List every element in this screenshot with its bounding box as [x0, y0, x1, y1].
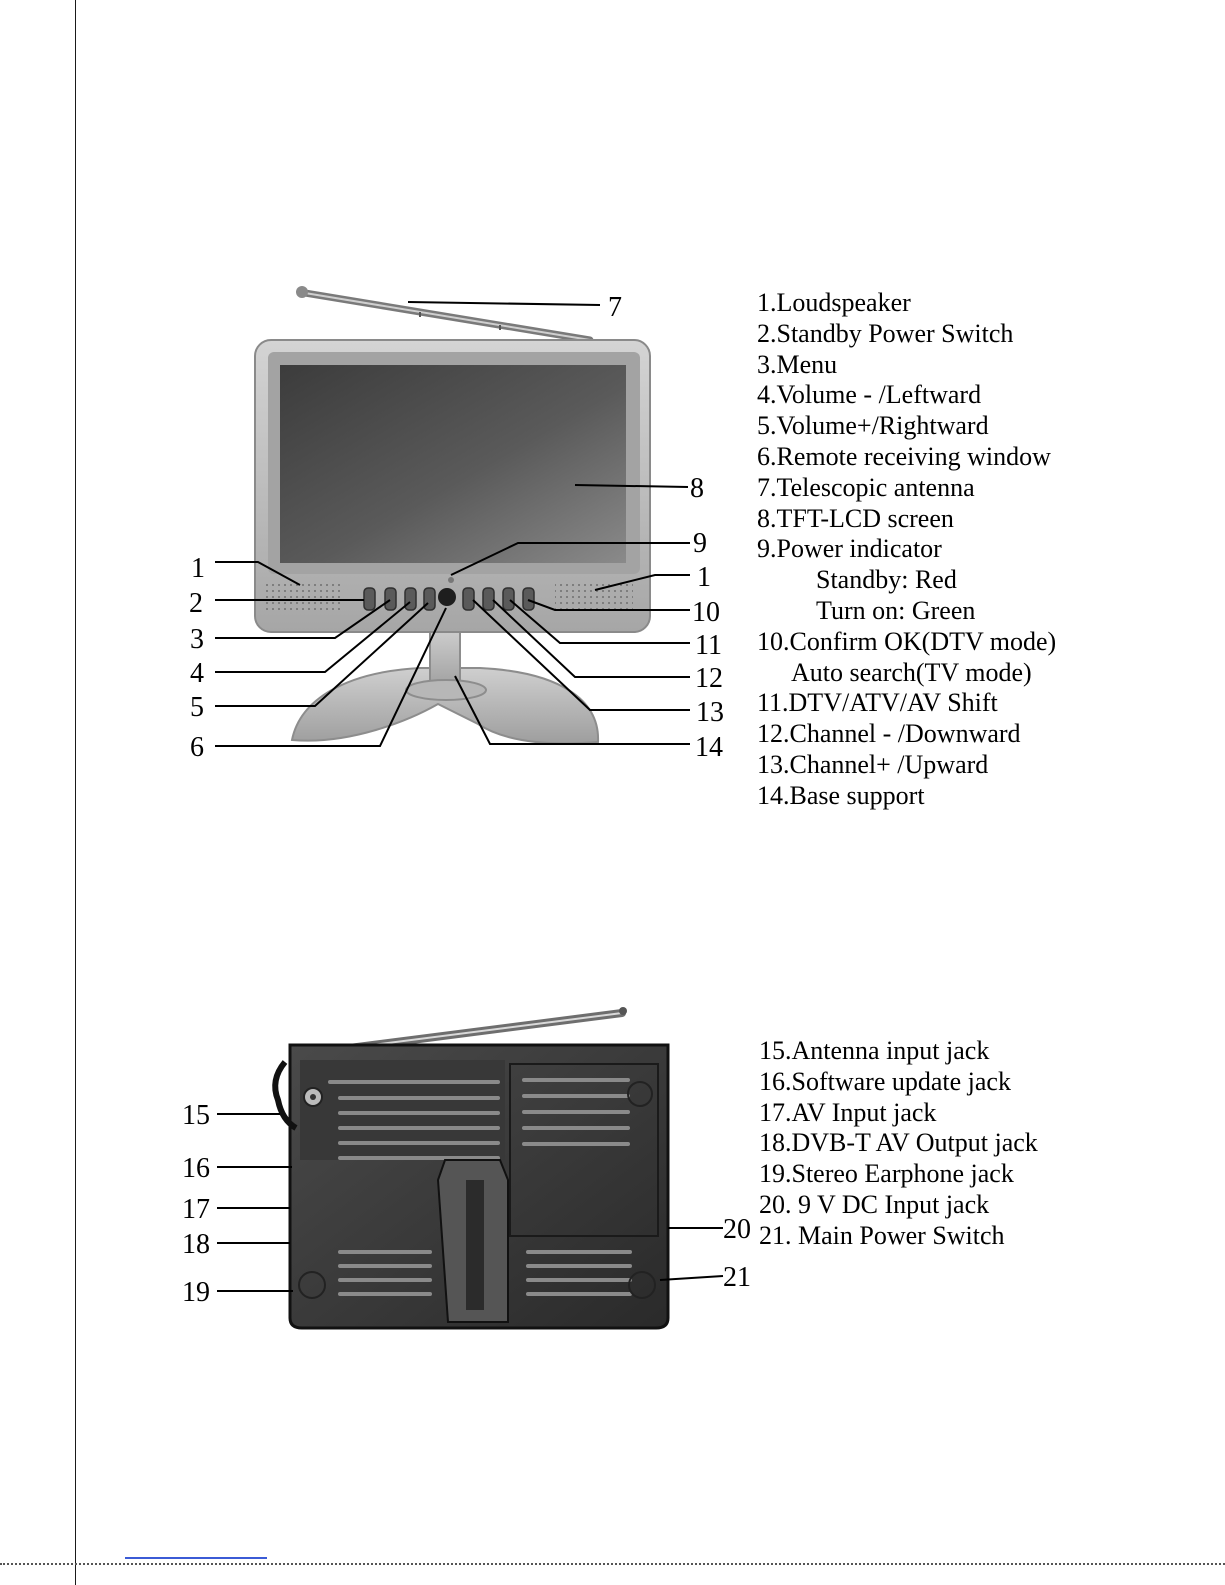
legend-item-volume-down: 4.Volume - /Leftward [757, 380, 982, 410]
callout-9: 9 [693, 528, 707, 559]
callout-1-left: 1 [191, 553, 205, 584]
legend-subitem-auto-search: Auto search(TV mode) [791, 657, 1032, 687]
legend-item-volume-up: 5.Volume+/Rightward [757, 411, 989, 441]
callout-4: 4 [190, 658, 204, 689]
legend-item-remote-window: 6.Remote receiving window [757, 441, 1051, 471]
callout-18: 18 [182, 1229, 210, 1260]
callout-2: 2 [189, 588, 203, 619]
callout-16: 16 [182, 1153, 210, 1184]
legend-item-menu: 3.Menu [757, 349, 838, 379]
right-loudspeaker-grill [555, 582, 633, 612]
page-bottom-link-underline [125, 1557, 267, 1559]
legend-item-main-power-switch: 21. Main Power Switch [759, 1220, 1005, 1250]
callout-11: 11 [695, 630, 722, 661]
legend-item-telescopic-antenna: 7.Telescopic antenna [757, 472, 975, 502]
callout-12: 12 [695, 663, 723, 694]
front-tv-drawing [254, 286, 651, 745]
legend-item-loudspeaker: 1.Loudspeaker [757, 288, 911, 317]
legend-item-channel-down: 12.Channel - /Downward [757, 719, 1021, 749]
callout-21: 21 [723, 1262, 751, 1293]
legend-subitem-turn-on-green: Turn on: Green [816, 595, 976, 625]
legend-item-stereo-earphone-jack: 19.Stereo Earphone jack [759, 1159, 1014, 1189]
front-callouts: 7 8 9 1 1 2 10 3 11 4 12 5 13 6 14 [189, 292, 724, 763]
legend-item-dc-input-jack: 20. 9 V DC Input jack [759, 1189, 990, 1219]
callout-3: 3 [190, 624, 204, 655]
page-left-edge [75, 0, 76, 1585]
front-leader-lines [215, 301, 690, 747]
callout-10: 10 [692, 597, 720, 628]
callout-15: 15 [182, 1100, 210, 1131]
legend-item-channel-up: 13.Channel+ /Upward [757, 749, 989, 779]
legend-item-software-update-jack: 16.Software update jack [759, 1066, 1011, 1096]
callout-14: 14 [695, 732, 723, 763]
legend-item-dvbt-av-output-jack: 18.DVB-T AV Output jack [759, 1128, 1038, 1158]
rear-parts-legend: 15.Antenna input jack 16.Software update… [759, 1036, 1038, 1252]
callout-7: 7 [608, 292, 622, 323]
remote-receiving-window [438, 588, 456, 606]
legend-item-antenna-input-jack: 15.Antenna input jack [759, 1036, 990, 1065]
front-parts-legend: 1.Loudspeaker 2.Standby Power Switch 3.M… [757, 288, 1056, 812]
rear-vent-slots [328, 1078, 632, 1296]
callout-5: 5 [190, 692, 204, 723]
telescopic-antenna [296, 286, 594, 344]
callout-19: 19 [182, 1277, 210, 1308]
rear-leader-lines [217, 1113, 724, 1292]
legend-item-power-indicator: 9.Power indicator [757, 534, 942, 564]
front-buttons [363, 587, 535, 611]
legend-item-dtv-atv-av-shift: 11.DTV/ATV/AV Shift [757, 688, 998, 718]
legend-item-tft-lcd-screen: 8.TFT-LCD screen [757, 503, 954, 533]
callout-13: 13 [696, 697, 724, 728]
rear-tv-drawing [272, 1007, 670, 1330]
rear-callouts: 15 16 17 18 19 20 21 [182, 1100, 751, 1308]
callout-17: 17 [182, 1194, 210, 1225]
legend-item-standby-power-switch: 2.Standby Power Switch [757, 318, 1014, 348]
callout-1-right: 1 [697, 562, 711, 593]
rear-panel-cover [509, 1063, 659, 1237]
callout-6: 6 [190, 732, 204, 763]
left-loudspeaker-grill [265, 582, 343, 612]
legend-subitem-standby-red: Standby: Red [816, 565, 957, 595]
legend-item-base-support: 14.Base support [757, 780, 925, 810]
tft-lcd-screen [280, 365, 626, 563]
callout-20: 20 [723, 1214, 751, 1245]
power-indicator-led [448, 577, 454, 583]
callout-8: 8 [690, 473, 704, 504]
page-bottom-dotted-rule [0, 1563, 1225, 1565]
legend-item-av-input-jack: 17.AV Input jack [759, 1097, 937, 1127]
legend-item-confirm-ok: 10.Confirm OK(DTV mode) [757, 626, 1057, 656]
